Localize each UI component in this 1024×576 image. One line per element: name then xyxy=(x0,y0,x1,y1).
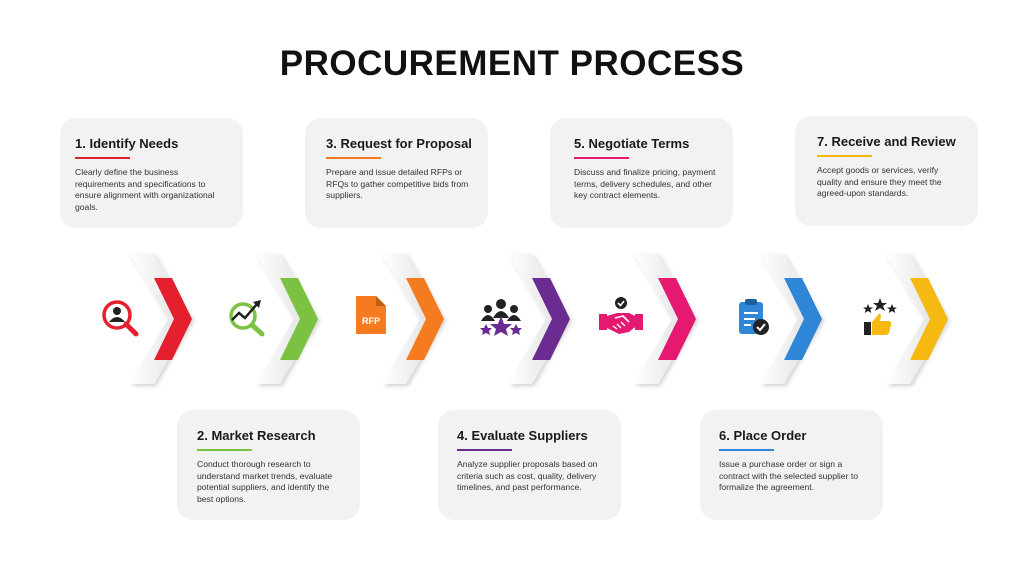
step-title: 2. Market Research xyxy=(197,428,316,443)
chevron-step-1 xyxy=(100,248,230,390)
step-underline xyxy=(574,157,629,159)
step-underline xyxy=(817,155,872,157)
step-title: 7. Receive and Review xyxy=(817,134,956,149)
chevron-step-7 xyxy=(856,248,986,390)
step-title: 3. Request for Proposal xyxy=(326,136,472,151)
step-description: Discuss and finalize pricing, payment te… xyxy=(574,167,716,200)
rfp-label: RFP xyxy=(362,316,380,326)
magnifier-trend-icon xyxy=(229,300,265,337)
step-card-2: 2. Market Research Conduct thorough rese… xyxy=(177,410,360,520)
chevron-step-4 xyxy=(478,248,608,390)
step-underline xyxy=(457,449,512,451)
handshake-icon xyxy=(599,297,643,334)
step-underline xyxy=(719,449,774,451)
step-description: Prepare and issue detailed RFPs or RFQs … xyxy=(326,167,469,200)
step-description: Conduct thorough research to understand … xyxy=(197,459,333,504)
chevron-step-2 xyxy=(226,248,356,390)
step-card-7: 7. Receive and Review Accept goods or se… xyxy=(795,116,978,226)
step-description: Analyze supplier proposals based on crit… xyxy=(457,459,598,492)
step-title: 4. Evaluate Suppliers xyxy=(457,428,588,443)
clipboard-check-icon xyxy=(739,299,769,335)
step-title: 6. Place Order xyxy=(719,428,807,443)
step-description: Issue a purchase order or sign a contrac… xyxy=(719,459,859,492)
thumbs-up-stars-icon xyxy=(863,298,897,335)
chevron-step-6 xyxy=(730,248,860,390)
step-card-5: 5. Negotiate Terms Discuss and finalize … xyxy=(550,118,733,228)
rfp-document-icon: RFP xyxy=(356,296,386,334)
page-title: PROCUREMENT PROCESS xyxy=(279,44,745,83)
step-card-6: 6. Place Order Issue a purchase order or… xyxy=(700,410,883,520)
team-star-icon xyxy=(480,299,522,336)
step-description: Clearly define the business requirements… xyxy=(75,167,215,212)
step-title: 1. Identify Needs xyxy=(75,136,179,151)
step-card-1: 1. Identify Needs Clearly define the bus… xyxy=(60,118,243,228)
magnifier-user-icon xyxy=(102,300,139,337)
chevron-step-5 xyxy=(604,248,734,390)
step-card-4: 4. Evaluate Suppliers Analyze supplier p… xyxy=(438,410,621,520)
step-description: Accept goods or services, verify quality… xyxy=(817,165,942,198)
step-underline xyxy=(75,157,130,159)
step-title: 5. Negotiate Terms xyxy=(574,136,690,151)
step-underline xyxy=(326,157,381,159)
step-underline xyxy=(197,449,252,451)
chevron-step-3 xyxy=(352,248,482,390)
step-card-3: 3. Request for Proposal Prepare and issu… xyxy=(305,118,488,228)
